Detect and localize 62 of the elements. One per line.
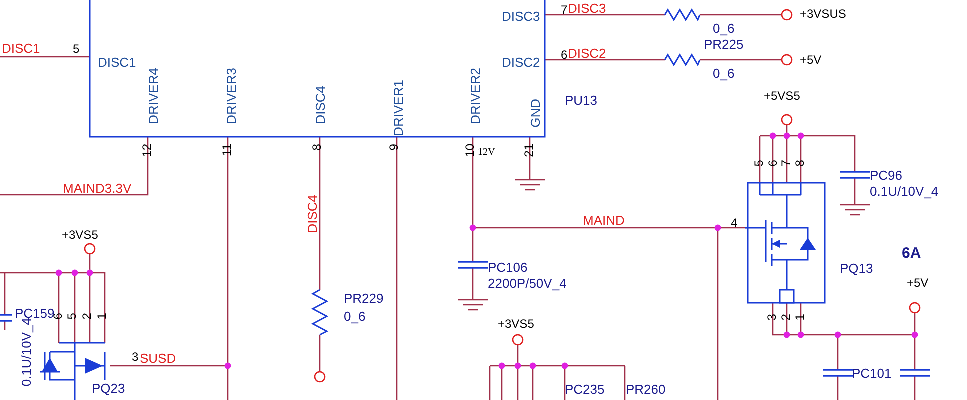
pin-number: 21 [523,144,535,158]
rail-label: +3VS5 [498,318,534,330]
pin-name: DRIVER1 [392,80,405,136]
pin-name: GND [529,99,542,128]
part-value: 0.1U/10V_4 [20,318,33,387]
pin-number: 12 [141,144,153,158]
pin-number: 5 [753,160,765,167]
net-label: MAIND3.3V [63,182,132,195]
pin-number: 1 [96,313,108,320]
pin-number: 2 [780,314,792,321]
pin-number: 1 [794,314,806,321]
part-label: PR260 [626,383,666,396]
part-label: PC96 [870,169,903,182]
part-value: 0_6 [344,310,366,323]
pin-number: 8 [794,160,806,167]
part-label: PR225 [704,38,744,51]
net-label: DISC3 [568,2,606,15]
net-label: SUSD [140,352,176,365]
pin-number: 11 [221,144,233,156]
pin-number: 8 [311,144,323,151]
pin-number: 3 [132,351,139,363]
part-label: PC159 [15,307,55,320]
pin-number: 10 [464,144,476,158]
pin-name: DRIVER4 [147,68,160,124]
part-value: 0.1U/10V_4 [870,185,939,198]
part-label: PC101 [852,367,892,380]
part-label: PU13 [565,94,598,107]
pin-name: DISC3 [502,10,540,23]
rail-label: +5VS5 [764,90,800,102]
pin-name: DRIVER2 [469,68,482,124]
pin-note: 12V [478,148,496,158]
pin-name: DISC4 [314,86,327,124]
part-label: PC106 [488,261,528,274]
part-label: PQ13 [840,262,874,275]
pin-number: 7 [780,160,792,167]
part-value: 2200P/50V_4 [488,277,567,290]
part-value: 0_6 [713,22,735,35]
net-label: MAIND [583,214,625,227]
pin-number: 3 [766,314,778,321]
rail-label: +5V [800,54,822,66]
part-label: PC235 [565,383,605,396]
pin-number: 5 [66,313,78,320]
part-label: PR229 [344,292,384,305]
part-value: 0_6 [713,67,735,80]
pin-name: DISC2 [502,56,540,69]
pin-number: 2 [81,313,93,320]
pin-number: 6 [561,49,568,61]
pin-name: DISC1 [98,56,136,69]
rail-label: +3VSUS [800,8,846,20]
pin-number: 9 [388,144,400,151]
pin-number: 7 [561,4,568,16]
net-label: DISC2 [568,47,606,60]
net-label: DISC1 [2,42,40,55]
pin-number: 5 [73,43,80,55]
pin-name: DRIVER3 [225,68,238,124]
rail-label: +5V [907,277,929,289]
current-note: 6A [902,246,922,261]
pin-number: 4 [731,217,738,229]
rail-label: +3VS5 [62,229,98,241]
net-label: DISC4 [306,195,319,234]
part-label: PQ23 [92,382,126,395]
pin-number: 6 [767,160,779,167]
